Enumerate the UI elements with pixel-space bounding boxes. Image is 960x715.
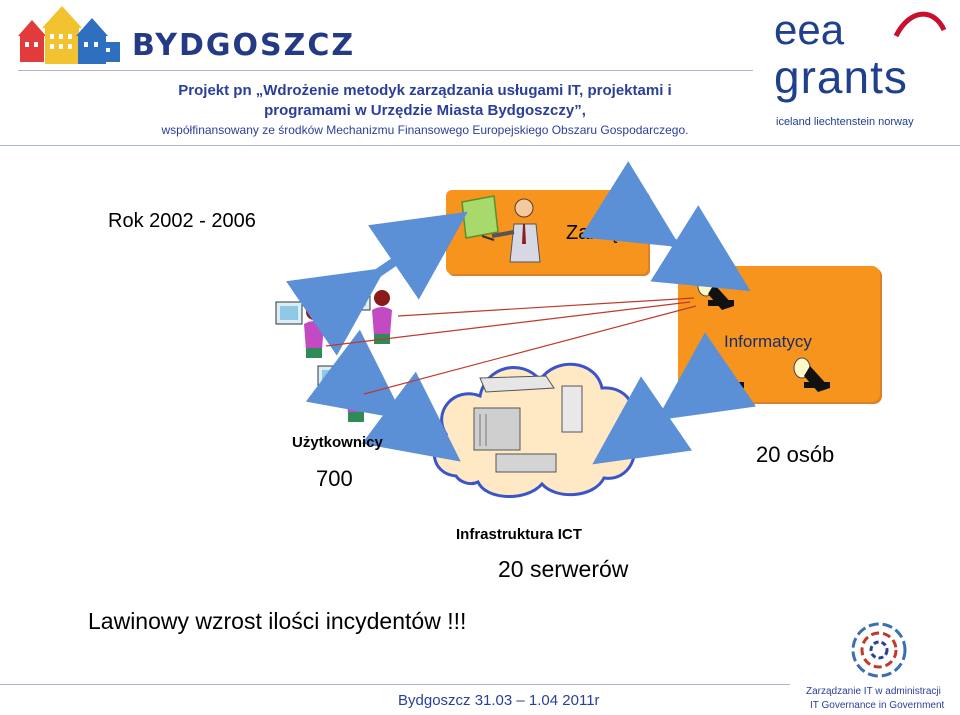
user-workstation-icon-1 <box>276 302 324 358</box>
it-worker-icon-3 <box>794 358 830 392</box>
blue-arrow-users-management <box>356 232 438 288</box>
header-line-2: programami w Urzędzie Miasta Bydgoszczy”… <box>130 102 720 119</box>
spiral-logo-icon <box>844 620 914 680</box>
eea-grants-logo: eea grants iceland liechtenstein norway <box>772 4 952 134</box>
infrastructure-cloud <box>426 346 646 506</box>
eea-logo-subtitle: iceland liechtenstein norway <box>776 116 914 128</box>
user-workstation-icon-3 <box>318 366 366 422</box>
it-governance-logo: Zarządzanie IT w administracji IT Govern… <box>806 620 956 715</box>
it-staff-box: Informatycy <box>678 266 880 402</box>
city-logo-text: BYDGOSZCZ <box>132 28 355 63</box>
users-count: 700 <box>316 466 353 492</box>
footer-date: Bydgoszcz 31.03 – 1.04 2011r <box>398 692 600 709</box>
it-worker-icon-2 <box>708 358 744 392</box>
eea-logo-top-text: eea <box>774 6 844 54</box>
tower-server-icon <box>562 386 582 432</box>
network-switch-icon <box>496 454 556 472</box>
management-box: Zarząd <box>446 190 648 274</box>
header-rule-left <box>18 70 753 71</box>
it-staff-count: 20 osób <box>756 442 834 468</box>
eea-swoosh-icon <box>890 6 950 46</box>
presenter-icon <box>454 192 554 272</box>
header-line-3: współfinansowany ze środków Mechanizmu F… <box>110 123 740 137</box>
management-label: Zarząd <box>566 222 628 245</box>
period-label: Rok 2002 - 2006 <box>108 210 256 233</box>
infrastructure-label: Infrastruktura ICT <box>456 526 582 543</box>
city-logo: BYDGOSZCZ <box>14 6 364 68</box>
it-worker-icon-1 <box>698 276 734 310</box>
conclusion-text: Lawinowy wzrost ilości incydentów !!! <box>88 608 466 635</box>
server-rack-icon <box>474 408 520 450</box>
footer-rule <box>0 684 790 685</box>
users-label: Użytkownicy <box>292 434 383 451</box>
header-line-1: Projekt pn „Wdrożenie metodyk zarządzani… <box>130 82 720 99</box>
eea-logo-mid-text: grants <box>774 50 908 104</box>
servers-count: 20 serwerów <box>498 556 628 583</box>
org-line-1: Zarządzanie IT w administracji <box>806 686 941 697</box>
users-workstations <box>272 282 422 422</box>
user-workstation-icon-2 <box>344 288 392 344</box>
city-houses-icon <box>14 6 134 66</box>
it-staff-label: Informatycy <box>724 332 812 352</box>
header-rule-bottom <box>0 145 960 146</box>
org-line-2: IT Governance in Government <box>810 700 944 711</box>
